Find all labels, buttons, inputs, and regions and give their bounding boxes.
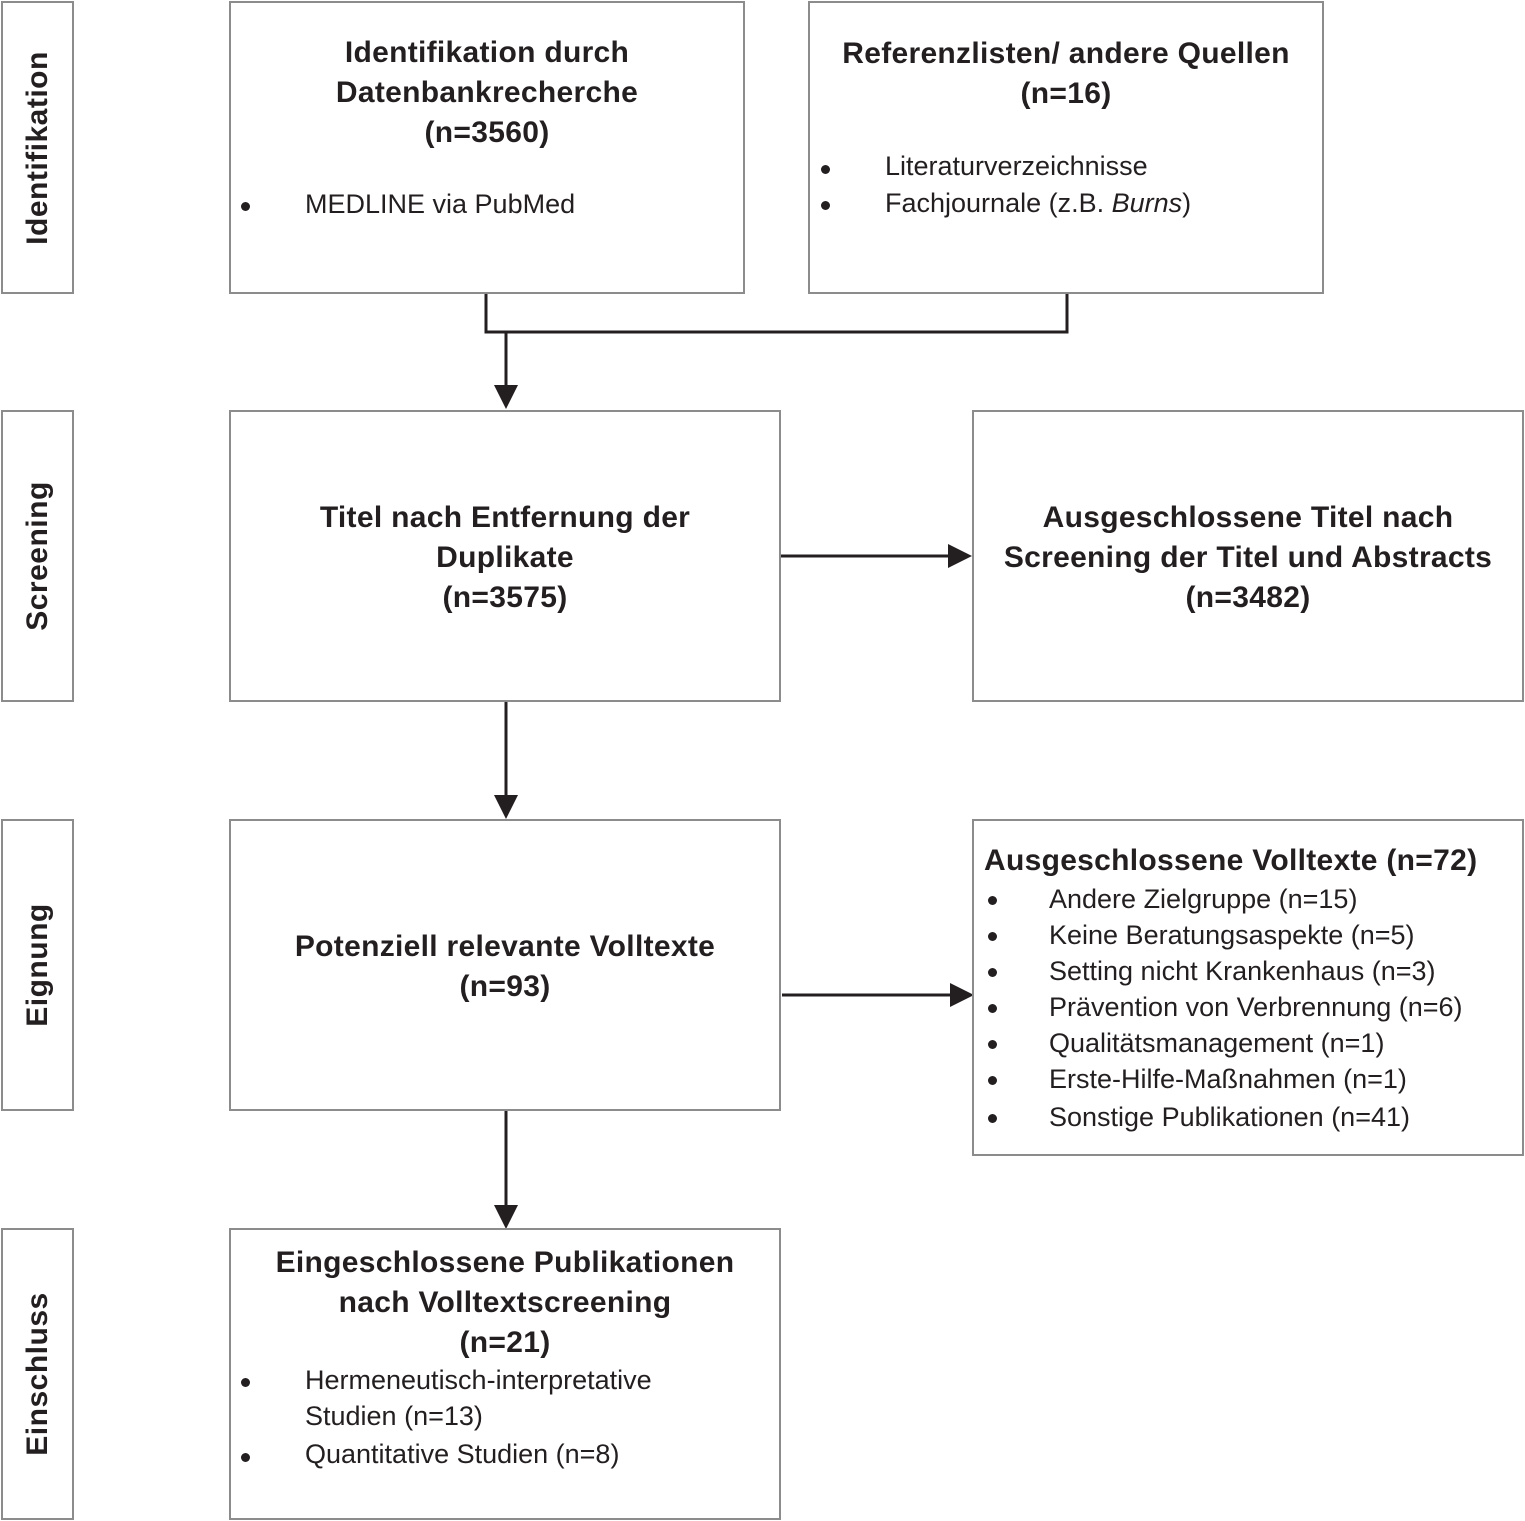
excluded-fulltexts-box: Ausgeschlossene Volltexte (n=72) Andere …: [972, 819, 1524, 1156]
database-search-box: Identifikation durch Datenbankrecherche …: [229, 1, 745, 294]
other-sources-count: (n=16): [1020, 77, 1112, 110]
arrowhead-to-excluded-titles: [948, 544, 972, 568]
phase-inclusion-label: Einschluss: [20, 1292, 54, 1456]
list-item: Quantitative Studien (n=8): [231, 1436, 771, 1473]
list-item: Setting nicht Krankenhaus (n=3): [974, 953, 1514, 989]
fulltexts-box: Potenziell relevante Volltexte (n=93): [229, 819, 781, 1111]
excluded-titles-title: Ausgeschlossene Titel nach Screening der…: [974, 498, 1522, 618]
bullet-icon: [988, 1114, 997, 1123]
excluded-fulltexts-item: Keine Beratungsaspekte (n=5): [1049, 920, 1415, 950]
phase-identification: Identifikation: [1, 1, 74, 294]
other-sources-item-2-suffix: ): [1182, 188, 1192, 218]
list-item: Qualitätsmanagement (n=1): [974, 1025, 1514, 1061]
included-item-1-line1: Hermeneutisch-interpretative: [305, 1365, 652, 1395]
bullet-icon: [988, 932, 997, 941]
excluded-fulltexts-item: Erste-Hilfe-Maßnahmen (n=1): [1049, 1064, 1407, 1094]
database-search-item: MEDLINE via PubMed: [305, 189, 576, 219]
bullet-icon: [988, 1040, 997, 1049]
arrowhead-to-screening: [494, 385, 518, 409]
fulltexts-count: (n=93): [459, 970, 551, 1003]
list-item: Erste-Hilfe-Maßnahmen (n=1): [974, 1061, 1514, 1099]
list-item: Fachjournale (z.B. Burns): [810, 185, 1310, 222]
excluded-fulltexts-item: Sonstige Publikationen (n=41): [1049, 1102, 1410, 1132]
bullet-icon: [821, 201, 830, 210]
arrowhead-to-inclusion: [494, 1205, 518, 1229]
phase-identification-label: Identifikation: [20, 50, 54, 245]
included-list: Hermeneutisch-interpretative Studien (n=…: [231, 1362, 771, 1473]
other-sources-box: Referenzlisten/ andere Quellen (n=16) Li…: [808, 1, 1324, 294]
bullet-icon: [988, 1004, 997, 1013]
database-search-count: (n=3560): [424, 116, 550, 149]
bullet-icon: [241, 1378, 250, 1387]
after-duplicates-count: (n=3575): [442, 581, 568, 614]
included-count: (n=21): [459, 1326, 551, 1359]
other-sources-item-2: Fachjournale (z.B. Burns): [885, 185, 1191, 222]
list-item: Prävention von Verbrennung (n=6): [974, 989, 1514, 1025]
list-item: Hermeneutisch-interpretative Studien (n=…: [231, 1362, 771, 1436]
excluded-fulltexts-item: Qualitätsmanagement (n=1): [1049, 1028, 1385, 1058]
database-search-title-line2: Datenbankrecherche: [335, 76, 639, 109]
excluded-fulltexts-list: Andere Zielgruppe (n=15) Keine Beratungs…: [974, 881, 1514, 1135]
bullet-icon: [988, 968, 997, 977]
arrowhead-to-eligibility: [494, 795, 518, 819]
phase-screening-label: Screening: [20, 481, 54, 631]
list-item: Literaturverzeichnisse: [810, 148, 1310, 185]
fulltexts-title: Potenziell relevante Volltexte (n=93): [231, 927, 779, 1007]
list-item: Andere Zielgruppe (n=15): [974, 881, 1514, 917]
included-item-2: Quantitative Studien (n=8): [305, 1439, 620, 1469]
fulltexts-title-line: Potenziell relevante Volltexte: [294, 930, 716, 963]
database-search-title-line1: Identifikation durch: [344, 36, 630, 69]
included-item-1-line2: Studien (n=13): [305, 1401, 483, 1431]
included-title: Eingeschlossene Publikationen nach Vollt…: [231, 1243, 779, 1363]
phase-inclusion: Einschluss: [1, 1228, 74, 1520]
other-sources-title-line: Referenzlisten/ andere Quellen: [842, 37, 1290, 70]
excluded-titles-title-line1: Ausgeschlossene Titel nach: [1042, 501, 1454, 534]
list-item: Keine Beratungsaspekte (n=5): [974, 917, 1514, 953]
after-duplicates-box: Titel nach Entfernung der Duplikate (n=3…: [229, 410, 781, 702]
list-item: Sonstige Publikationen (n=41): [974, 1099, 1514, 1135]
excluded-titles-box: Ausgeschlossene Titel nach Screening der…: [972, 410, 1524, 702]
included-title-line1: Eingeschlossene Publikationen: [275, 1246, 735, 1279]
included-title-line2: nach Volltextscreening: [338, 1286, 672, 1319]
phase-eligibility-label: Eignung: [20, 903, 54, 1027]
excluded-fulltexts-title: Ausgeschlossene Volltexte (n=72): [984, 844, 1478, 877]
bullet-icon: [241, 202, 250, 211]
excluded-titles-title-line2: Screening der Titel und Abstracts: [1003, 541, 1493, 574]
database-search-title: Identifikation durch Datenbankrecherche …: [231, 33, 743, 153]
excluded-fulltexts-item: Setting nicht Krankenhaus (n=3): [1049, 956, 1436, 986]
included-box: Eingeschlossene Publikationen nach Vollt…: [229, 1228, 781, 1520]
other-sources-list: Literaturverzeichnisse Fachjournale (z.B…: [810, 148, 1310, 222]
after-duplicates-title-line2: Duplikate: [436, 541, 574, 574]
after-duplicates-title: Titel nach Entfernung der Duplikate (n=3…: [231, 498, 779, 618]
other-sources-title: Referenzlisten/ andere Quellen (n=16): [810, 34, 1322, 114]
bullet-icon: [821, 165, 830, 174]
excluded-fulltexts-item: Prävention von Verbrennung (n=6): [1049, 992, 1463, 1022]
excluded-fulltexts-item: Andere Zielgruppe (n=15): [1049, 884, 1358, 914]
phase-eligibility: Eignung: [1, 819, 74, 1111]
other-sources-item-2-journal: Burns: [1111, 188, 1183, 218]
other-sources-item-2-prefix: Fachjournale (z.B.: [885, 188, 1112, 218]
excluded-titles-count: (n=3482): [1185, 581, 1311, 614]
bullet-icon: [241, 1453, 250, 1462]
after-duplicates-title-line1: Titel nach Entfernung der: [319, 501, 691, 534]
other-sources-item-1: Literaturverzeichnisse: [885, 151, 1148, 181]
phase-screening: Screening: [1, 410, 74, 702]
bullet-icon: [988, 1076, 997, 1085]
bullet-icon: [988, 896, 997, 905]
arrowhead-to-excluded-fulltexts: [950, 983, 974, 1007]
